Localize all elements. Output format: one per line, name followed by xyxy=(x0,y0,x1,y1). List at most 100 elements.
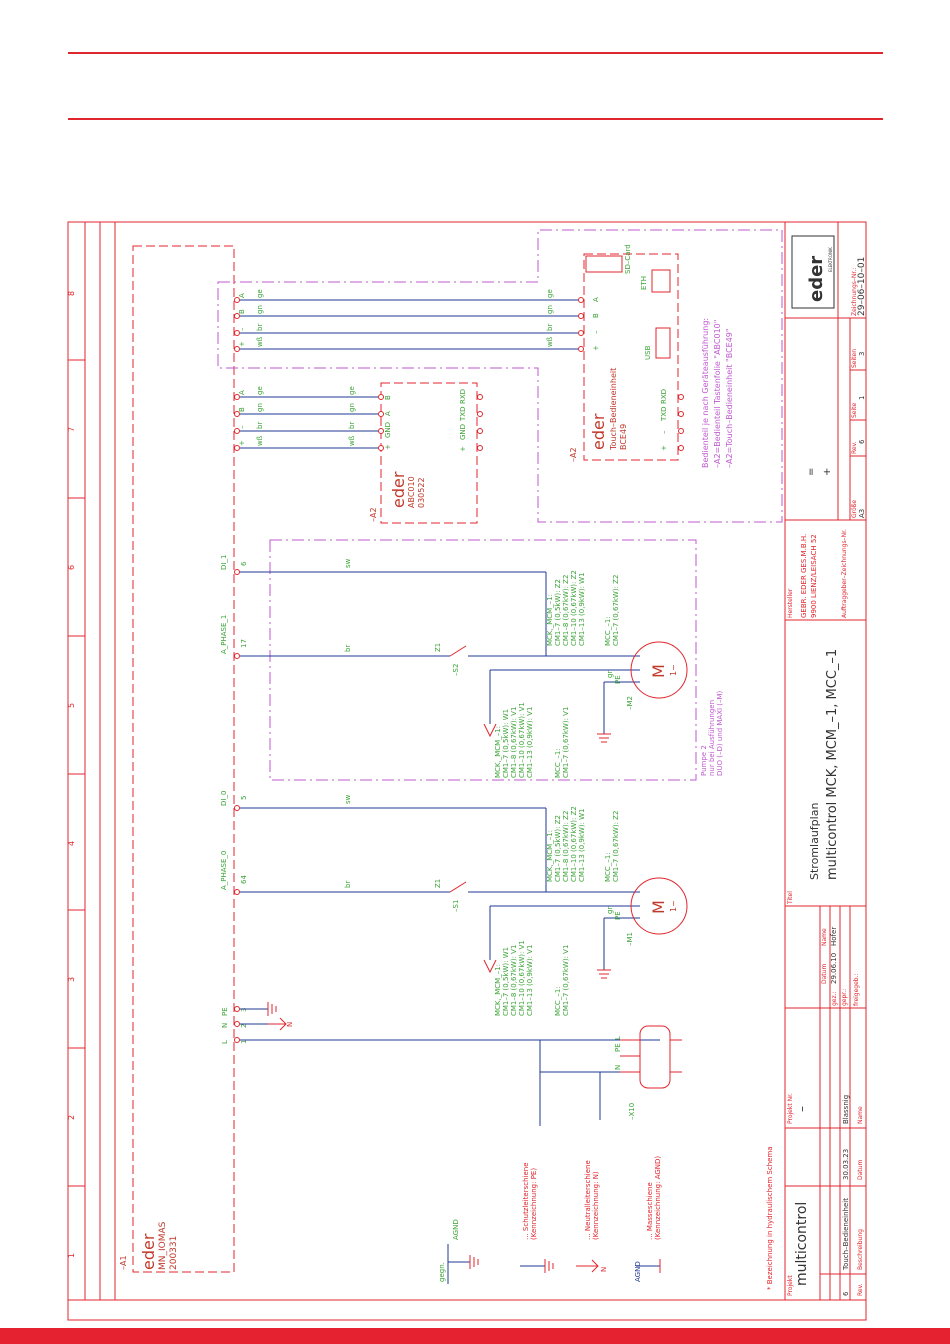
tb-titel-2: multicontrol MCK, MCM_–1, MCC_–1 xyxy=(825,649,840,880)
legend-agnd-top: AGND xyxy=(452,1219,460,1240)
legend-star-note: * Bezeichnung in hydraulischem Schema xyxy=(766,1146,774,1290)
bce-plus: + xyxy=(660,445,668,451)
tb-projektnr-label: Projekt Nr. xyxy=(787,1093,794,1124)
sd-card-slot xyxy=(585,255,623,273)
grid-label-7: 7 xyxy=(67,427,76,432)
tb-znr: 29–06–10–01 xyxy=(857,257,867,316)
svg-text:CM1–8 (0,67kW): Z2: CM1–8 (0,67kW): Z2 xyxy=(562,575,570,646)
svg-text:CM1–8 (0,67kW): V1: CM1–8 (0,67kW): V1 xyxy=(510,945,518,1016)
legend-agnd-text: ... Masseschiene xyxy=(646,1182,654,1240)
tb-hersteller-label: Hersteller xyxy=(787,588,794,618)
abc-plus: + xyxy=(459,446,467,452)
m1-ref: –M1 xyxy=(626,932,634,946)
svg-text:B: B xyxy=(238,309,246,314)
svg-text:MCC_–1:: MCC_–1: xyxy=(554,748,562,778)
svg-text:eder: eder xyxy=(806,256,827,302)
grid-label-1: 1 xyxy=(67,1253,76,1258)
bce-pin-b: B xyxy=(592,313,600,318)
phase1-wire: br xyxy=(344,645,352,652)
abc010-box xyxy=(380,382,478,524)
frame-inner xyxy=(84,221,786,1301)
m2-ref: –M2 xyxy=(626,696,634,710)
frame-outer xyxy=(67,221,867,1321)
bus-labels-a1: A B – + A B – + ge gn br wß ge gn br wß … xyxy=(238,289,554,446)
tb-gepr-label: gepr.: xyxy=(841,989,848,1006)
term-pe-label: PE xyxy=(221,1007,229,1016)
svg-text:ge: ge xyxy=(348,386,356,395)
abc-rxd: RXD xyxy=(459,389,467,404)
phase0-num: 64 xyxy=(240,875,248,884)
phase1-name: A_PHASE_1 xyxy=(220,615,228,654)
svg-text:wß: wß xyxy=(256,435,264,446)
m2-pe: PE xyxy=(614,675,622,684)
tb-znr-label: Zeichnungs–Nr.: xyxy=(851,268,858,316)
svg-text:CM1–7 (0,5kW): Z2: CM1–7 (0,5kW): Z2 xyxy=(554,815,562,882)
a1-number: 200331 xyxy=(169,1236,179,1270)
svg-text:+: + xyxy=(238,440,246,446)
tb-projekt: multicontrol xyxy=(794,1202,810,1286)
m2-symbol: M xyxy=(649,664,668,678)
x10-n: N xyxy=(614,1065,622,1070)
tb-groesse-label: Größe xyxy=(851,500,858,518)
bce-sd: SD–Card xyxy=(624,244,632,274)
phase0-wire: br xyxy=(344,881,352,888)
bedien-note-1: Bedienteil je nach Geräteausführung: xyxy=(701,318,710,468)
svg-text:br: br xyxy=(348,422,356,429)
svg-text:CM1–10 (0,67kW): V1: CM1–10 (0,67kW): V1 xyxy=(518,940,526,1016)
legend-n-text: ... Neutralleiterschiene xyxy=(584,1160,592,1240)
abc-model: ABC010 xyxy=(407,476,416,508)
term-2: 2 xyxy=(240,1024,248,1028)
tb-titel-1: Stromlaufplan xyxy=(808,803,821,880)
tb-groesse: A3 xyxy=(858,509,866,518)
bce-txd: TXD xyxy=(660,407,668,422)
switch-s2: –S2 xyxy=(452,664,460,676)
abc-pin-b: B xyxy=(384,395,392,400)
tb-hersteller-2: 9900 LIENZ/LEISACH 52 xyxy=(810,534,818,618)
tb-symbol-1: = xyxy=(806,468,817,476)
tb-rev: 6 xyxy=(842,1291,850,1296)
tb-rev2-label: Rev. xyxy=(851,441,858,454)
m1-symbol: M xyxy=(649,900,668,914)
tb-projektnr: – xyxy=(795,1106,809,1112)
svg-text:ELEKTRONIK: ELEKTRONIK xyxy=(828,247,833,272)
bce-pin-plus: + xyxy=(592,345,600,351)
svg-text:CM1–13 (0,9kW): W1: CM1–13 (0,9kW): W1 xyxy=(578,808,586,882)
tb-freigeg-label: freigegeb.: xyxy=(853,973,860,1006)
term-3: 3 xyxy=(240,1008,248,1012)
m1-gr: gr xyxy=(606,907,614,914)
svg-text:MCC_–1:: MCC_–1: xyxy=(554,986,562,1016)
tb-gez-name: Hofer xyxy=(830,927,838,946)
svg-text:CM1–8 (0,67kW): Z2: CM1–8 (0,67kW): Z2 xyxy=(562,811,570,882)
switch-s1: –S1 xyxy=(452,900,460,912)
svg-text:CM1–7 (0,67kW): Z2: CM1–7 (0,67kW): Z2 xyxy=(612,811,620,882)
title-block xyxy=(784,222,866,1300)
legend-agnd-symbol: AGND xyxy=(634,1261,642,1282)
bce-pin-a: A xyxy=(592,297,600,302)
phase0-z: Z1 xyxy=(434,879,442,888)
tb-seite: 1 xyxy=(858,396,866,400)
usb-port xyxy=(655,327,671,359)
di0-name: DI_0 xyxy=(220,791,228,806)
svg-text:CM1–10 (0,67kW): Z2: CM1–10 (0,67kW): Z2 xyxy=(570,806,578,882)
bce49-box xyxy=(583,253,679,461)
bedien-note-2: –A2=Bedienteil Tastenfolie "ABC010" xyxy=(713,320,722,468)
bce-rxd: RXD xyxy=(660,389,668,404)
svg-text:ge: ge xyxy=(256,386,264,395)
grid-label-5: 5 xyxy=(67,703,76,708)
tb-hersteller-1: GEBR. EDER GES.M.B.H. xyxy=(800,534,808,618)
svg-text:MCK,_MCM_–1:: MCK,_MCM_–1: xyxy=(494,726,502,778)
tb-datum-label: Datum xyxy=(857,1160,864,1180)
svg-text:MCC_–1:: MCC_–1: xyxy=(604,852,612,882)
svg-text:br: br xyxy=(256,422,264,429)
m1-pe: PE xyxy=(614,911,622,920)
m1-symbol-sub: 1~ xyxy=(669,900,678,912)
svg-text:br: br xyxy=(256,324,264,331)
svg-text:–: – xyxy=(238,425,246,429)
svg-text:MCK,_MCM_–1:: MCK,_MCM_–1: xyxy=(546,830,554,882)
tb-seite-label: Seite xyxy=(851,402,858,418)
tb-seiten: 3 xyxy=(858,352,866,356)
svg-text:CM1–10 (0,67kW): V1: CM1–10 (0,67kW): V1 xyxy=(518,702,526,778)
svg-text:CM1–8 (0,67kW): V1: CM1–8 (0,67kW): V1 xyxy=(510,707,518,778)
legend-pe-sub: (Kennzeichnung: PE) xyxy=(530,1168,538,1240)
